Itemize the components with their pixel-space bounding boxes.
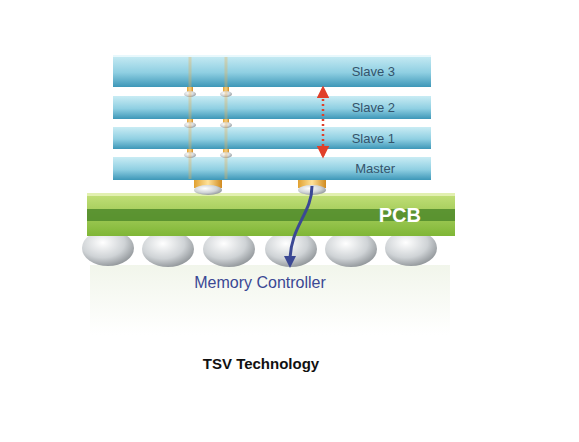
tsv-pillars: [184, 57, 232, 179]
node-label: PCB: [379, 205, 421, 225]
micro-bumps: [194, 180, 326, 195]
node-label: Slave 3: [352, 65, 395, 78]
node-label: Slave 2: [352, 101, 395, 114]
node-label: Master: [355, 162, 395, 175]
component-label: Memory Controller: [194, 274, 326, 292]
memory-die: Slave 1: [113, 127, 431, 149]
pcb-board: PCB: [87, 193, 455, 236]
figure-caption: TSV Technology: [203, 356, 319, 373]
pcb-board: [87, 193, 455, 236]
master-die: Master: [113, 157, 431, 180]
reflection: [90, 265, 450, 335]
dram-dies: [113, 55, 431, 180]
memory-die: Slave 2: [113, 96, 431, 119]
memory-die: Slave 3: [113, 55, 431, 87]
signal-path: [290, 186, 312, 262]
node-label: Slave 1: [352, 132, 395, 145]
tsv-signal-arrow: [322, 88, 325, 156]
